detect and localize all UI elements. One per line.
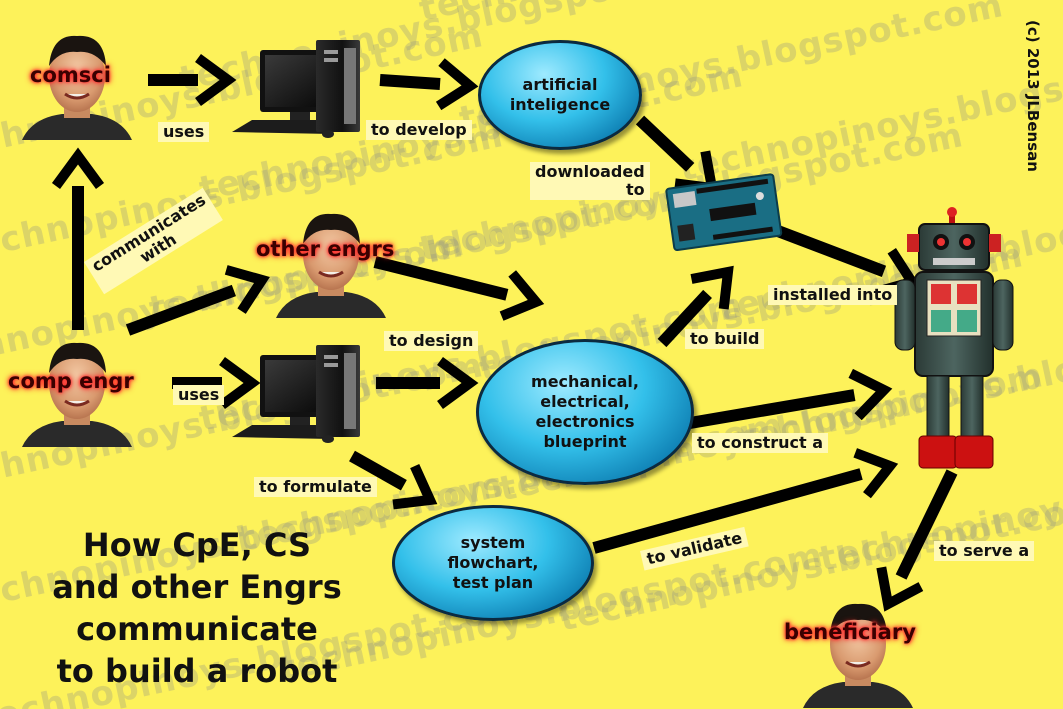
- arrow-head: [876, 566, 924, 612]
- robot-icon: [894, 207, 1014, 469]
- arrow-shaft: [635, 115, 695, 172]
- node-flowchart: system flowchart, test plan: [392, 505, 594, 621]
- edge-label-to-construct: to construct a: [692, 433, 829, 453]
- arrow-shaft: [895, 469, 958, 580]
- edge-label-uses-top: uses: [158, 122, 210, 142]
- arrow-shaft: [767, 222, 887, 277]
- person-beneficiary-photo: [803, 603, 913, 708]
- arrow-shaft: [379, 74, 441, 90]
- node-artificial-intelligence: artificial inteligence: [478, 40, 642, 150]
- arrow-head: [499, 270, 545, 321]
- arrow-shaft: [373, 256, 509, 301]
- arrow-head: [224, 265, 270, 314]
- person-label-comsci: comsci: [30, 63, 111, 87]
- arrow-shaft: [688, 389, 856, 429]
- person-comp-engr-photo: [22, 342, 132, 447]
- edge-label-to-build: to build: [685, 329, 765, 349]
- arrow-shaft: [349, 450, 407, 491]
- arrow-shaft: [657, 289, 712, 348]
- person-label-comp-engr: comp engr: [8, 369, 134, 393]
- computer-icon: [232, 345, 360, 443]
- arrow-head: [848, 368, 893, 421]
- circuit-board-icon: [665, 173, 783, 252]
- arrow-group: [51, 53, 958, 612]
- edge-label-to-design: to design: [384, 331, 479, 351]
- arrow-shaft: [125, 284, 236, 336]
- person-comsci-photo: [22, 35, 132, 140]
- person-other-engrs-photo: [276, 213, 386, 318]
- edge-label-uses-bottom: uses: [173, 385, 225, 405]
- arrow-head: [392, 464, 438, 510]
- node-blueprint-label: mechanical, electrical, electronics blue…: [531, 372, 639, 451]
- computer-icon: [232, 40, 360, 138]
- node-blueprint: mechanical, electrical, electronics blue…: [476, 339, 694, 485]
- diagram-title: How CpE, CS and other Engrs communicate …: [52, 526, 342, 690]
- edge-label-to-formulate: to formulate: [254, 477, 377, 497]
- arrow-head: [195, 53, 237, 107]
- node-flowchart-label: system flowchart, test plan: [447, 533, 539, 592]
- arrow-shaft: [592, 468, 863, 554]
- arrow-head: [51, 147, 105, 189]
- edge-label-to-serve: to serve a: [934, 541, 1035, 561]
- node-ai-label: artificial inteligence: [509, 75, 611, 114]
- edge-label-to-develop: to develop: [366, 120, 472, 140]
- person-label-other-engrs: other engrs: [256, 237, 395, 261]
- arrow-head: [437, 356, 479, 410]
- arrow-head: [853, 448, 899, 499]
- arrow-head: [219, 356, 261, 410]
- arrow-head: [690, 265, 734, 310]
- person-label-beneficiary: beneficiary: [784, 620, 916, 644]
- arrow-head: [435, 58, 479, 111]
- copyright-notice: (c) 2013 JLBensan: [1024, 20, 1042, 172]
- edge-label-downloaded-to: downloaded to: [530, 162, 650, 200]
- edge-label-installed-into: installed into: [768, 285, 898, 305]
